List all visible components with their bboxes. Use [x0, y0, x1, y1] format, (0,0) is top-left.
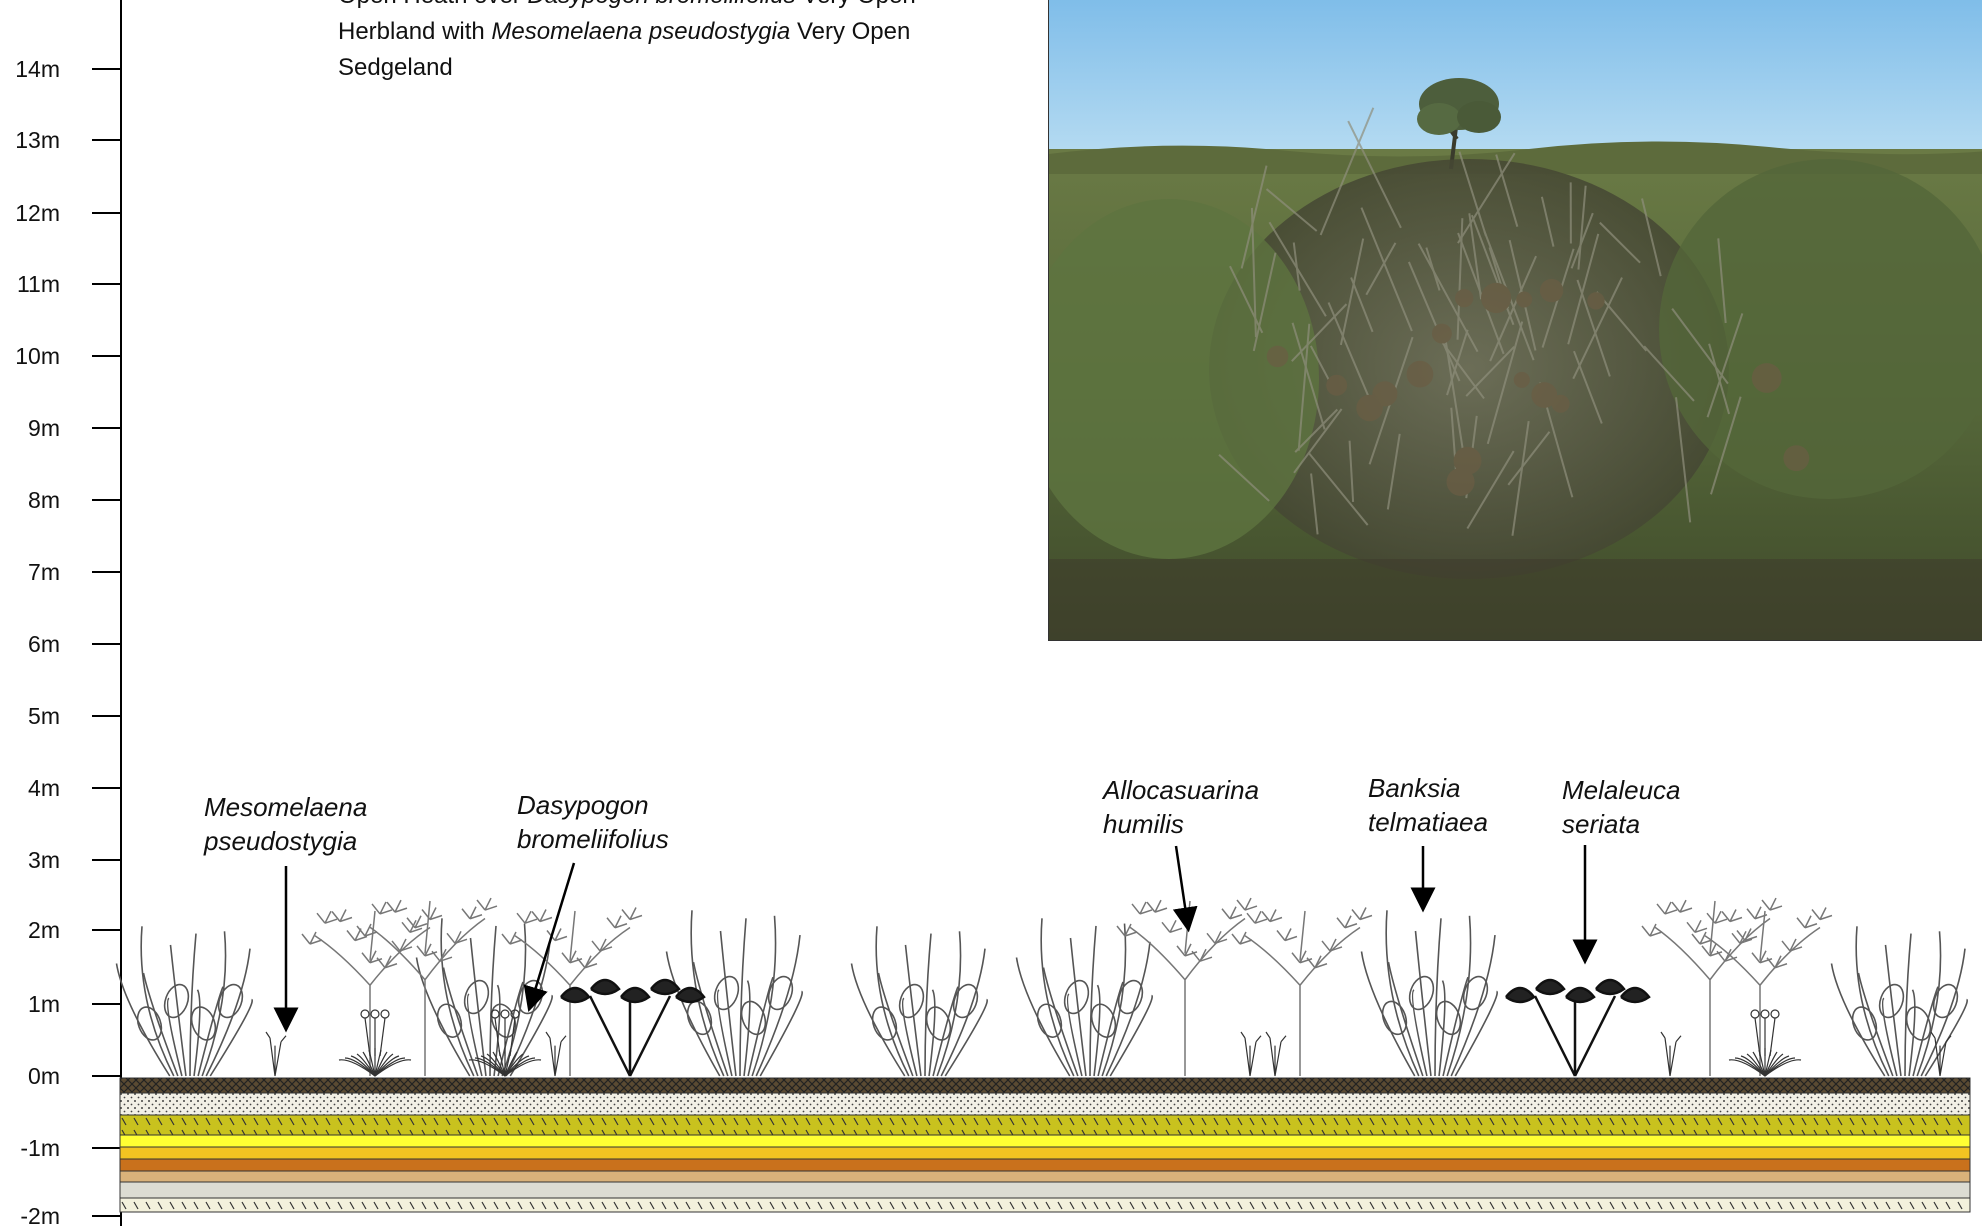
- soil-layer-brown-orange: [120, 1159, 1970, 1171]
- soil-layer-grey-sand-pattern: [120, 1093, 1970, 1115]
- soil-layer-topsoil-pattern: [120, 1078, 1970, 1093]
- soil-layer-pale-grey: [120, 1182, 1970, 1198]
- soil-layer-orange: [120, 1147, 1970, 1159]
- soil-layer-yellow-clay-pattern: [120, 1115, 1970, 1135]
- soil-layer-yellow: [120, 1135, 1970, 1147]
- soil-layer-cream-pattern: [120, 1198, 1970, 1212]
- soil-layer-tan: [120, 1171, 1970, 1182]
